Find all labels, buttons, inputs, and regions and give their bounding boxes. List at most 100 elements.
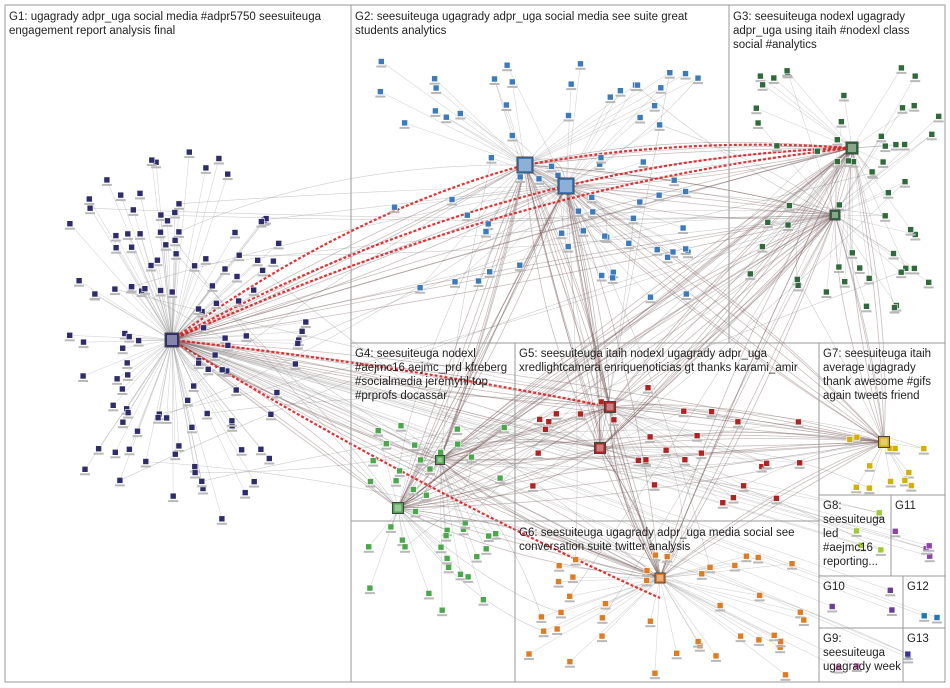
node	[113, 233, 119, 239]
node	[375, 428, 381, 434]
node	[611, 417, 617, 423]
group-label-g6-line2: conversation suite twitter analysis	[519, 541, 691, 553]
node	[474, 554, 480, 560]
node-label-placeholder	[665, 77, 675, 79]
node-label-placeholder	[268, 265, 278, 267]
node-label-placeholder	[787, 568, 797, 570]
node	[617, 88, 623, 94]
node-label-placeholder	[416, 464, 426, 466]
node	[635, 82, 641, 88]
node	[936, 113, 942, 119]
node-label-placeholder	[197, 485, 207, 487]
node-label-placeholder	[707, 416, 717, 418]
node-label-placeholder	[683, 256, 693, 258]
node	[172, 237, 178, 243]
node	[186, 149, 192, 155]
node-label-placeholder	[490, 83, 500, 85]
node	[683, 71, 689, 77]
node	[110, 402, 116, 408]
node-label-placeholder	[463, 581, 473, 583]
node-label-placeholder	[898, 112, 908, 114]
node	[836, 202, 842, 208]
node	[113, 245, 119, 251]
node-label-placeholder	[147, 164, 157, 166]
node	[454, 426, 460, 432]
node	[201, 325, 207, 331]
group-label-g8-line4: #aejmc16	[823, 542, 873, 554]
node	[417, 285, 423, 291]
node-label-placeholder	[693, 646, 703, 648]
node-label-placeholder	[705, 571, 715, 573]
node-label-placeholder	[573, 215, 583, 217]
node-label-placeholder	[736, 640, 746, 642]
node-label-placeholder	[609, 424, 619, 426]
node	[867, 463, 873, 469]
node	[893, 142, 899, 148]
group-label-g13: G13	[907, 633, 929, 645]
node-label-placeholder	[495, 482, 505, 484]
node-label-placeholder	[217, 523, 227, 525]
node	[857, 265, 863, 271]
node-label-placeholder	[656, 92, 666, 94]
node	[838, 119, 844, 125]
node-label-placeholder	[478, 604, 488, 606]
node	[233, 387, 239, 393]
node	[427, 466, 433, 472]
node	[432, 108, 438, 114]
node	[158, 212, 164, 218]
node	[680, 225, 686, 231]
node	[276, 240, 282, 246]
node-label-placeholder	[896, 72, 906, 74]
node-label-placeholder	[501, 109, 511, 111]
node-label-placeholder	[533, 457, 543, 459]
node	[126, 446, 132, 452]
node	[530, 483, 536, 489]
node-label-placeholder	[264, 463, 274, 465]
node-label-placeholder	[596, 162, 606, 164]
node-label-placeholder	[730, 570, 740, 572]
node-label-placeholder	[368, 465, 378, 467]
node-label-placeholder	[757, 471, 767, 473]
node	[203, 165, 209, 171]
node-label-placeholder	[645, 625, 655, 627]
node-label-placeholder	[249, 294, 259, 296]
node	[465, 574, 471, 580]
node	[204, 411, 210, 417]
group-label-g2-line2: students analytics	[355, 25, 447, 37]
node-label-placeholder	[753, 127, 763, 129]
node-label-placeholder	[900, 186, 910, 188]
node-label-placeholder	[597, 640, 607, 642]
node	[509, 79, 515, 85]
group-label-g5-line2: xredlightcamera enriquenoticias gt thank…	[519, 362, 798, 374]
node	[926, 279, 932, 285]
node-label-placeholder	[755, 599, 765, 601]
node	[165, 218, 171, 224]
node-label-placeholder	[635, 206, 645, 208]
node	[149, 157, 155, 163]
node-label-placeholder	[456, 578, 466, 580]
node-label-placeholder	[535, 423, 545, 425]
node-label-placeholder	[836, 126, 846, 128]
node-label-placeholder	[692, 440, 702, 442]
node-label-placeholder	[783, 229, 793, 231]
node-label-placeholder	[650, 110, 660, 112]
node	[556, 563, 562, 569]
node-label-placeholder	[234, 305, 244, 307]
node-label-placeholder	[576, 418, 586, 420]
node	[759, 244, 765, 250]
node	[196, 360, 202, 366]
node	[898, 269, 904, 275]
node	[589, 194, 595, 200]
node-label-placeholder	[745, 278, 755, 280]
node	[841, 93, 847, 99]
node-label-placeholder	[415, 292, 425, 294]
node-label-placeholder	[890, 535, 900, 537]
node	[546, 419, 552, 425]
node	[492, 76, 498, 82]
node	[908, 483, 914, 489]
node	[163, 242, 169, 248]
node	[443, 114, 449, 120]
node-label-placeholder	[410, 449, 420, 451]
node-label-placeholder	[576, 68, 586, 70]
